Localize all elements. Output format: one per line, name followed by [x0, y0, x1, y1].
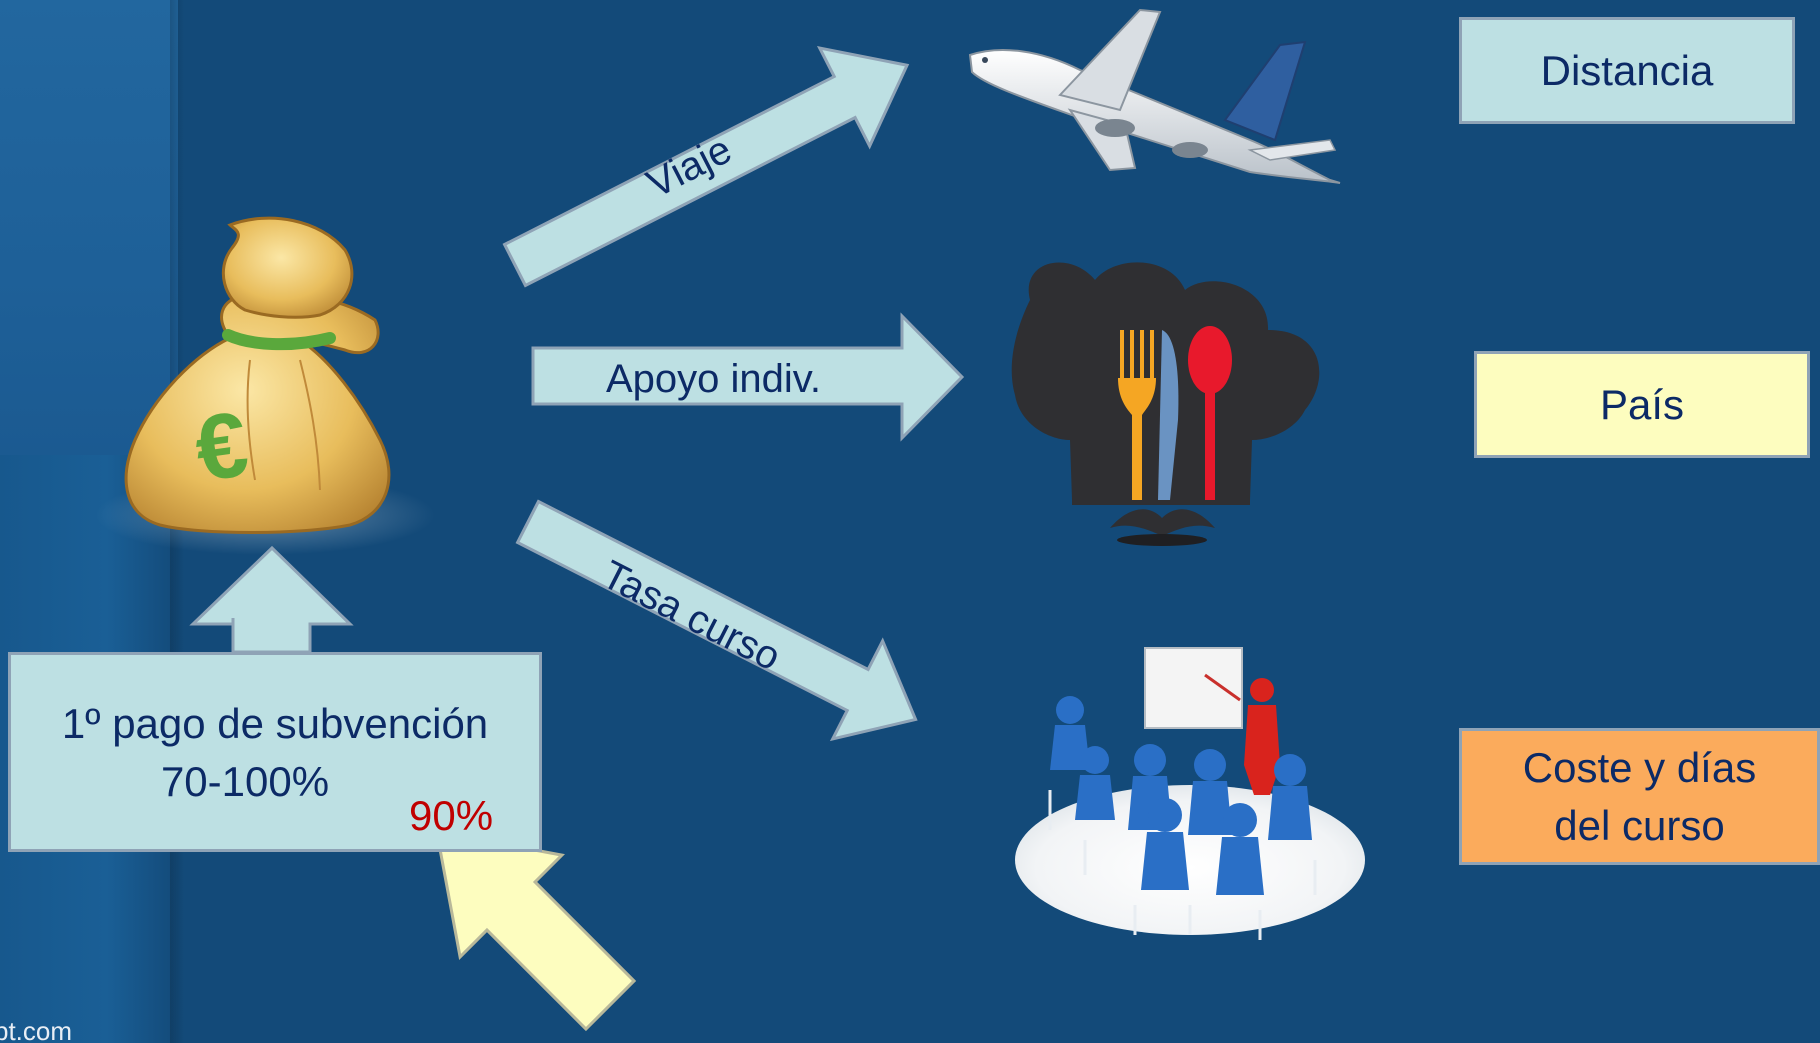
apoyo-label: Apoyo indiv.	[606, 357, 821, 401]
footer-url-text: pt.com	[0, 1016, 73, 1043]
airplane-icon	[968, 8, 1341, 184]
tasa-curso-arrow	[515, 499, 918, 742]
pais-box: País	[1474, 351, 1810, 458]
payment-line1: 1º pago de subvención	[61, 700, 489, 747]
distancia-box: Distancia	[1459, 17, 1795, 124]
viaje-arrow	[502, 45, 910, 288]
money-bag-euro-icon: €	[95, 216, 435, 555]
distancia-label: Distancia	[1540, 46, 1714, 94]
coste-line2: del curso	[1554, 801, 1725, 849]
classroom-training-icon	[1015, 647, 1365, 940]
fork-icon	[1118, 330, 1156, 500]
apoyo-arrow	[531, 312, 965, 442]
payment-line2: 70-100%	[160, 758, 330, 805]
payment-percent: 90%	[409, 792, 494, 839]
coste-box: Coste y días del curso	[1459, 728, 1820, 865]
sidebar-upper-panel	[0, 0, 178, 455]
spoon-icon	[1188, 326, 1232, 500]
pais-label: País	[1599, 380, 1685, 428]
up-arrow	[189, 545, 354, 654]
coste-line1: Coste y días	[1522, 743, 1757, 791]
payment-box: 1º pago de subvención 70-100% 90%	[8, 652, 542, 852]
chef-hat-cutlery-icon	[1011, 262, 1320, 546]
